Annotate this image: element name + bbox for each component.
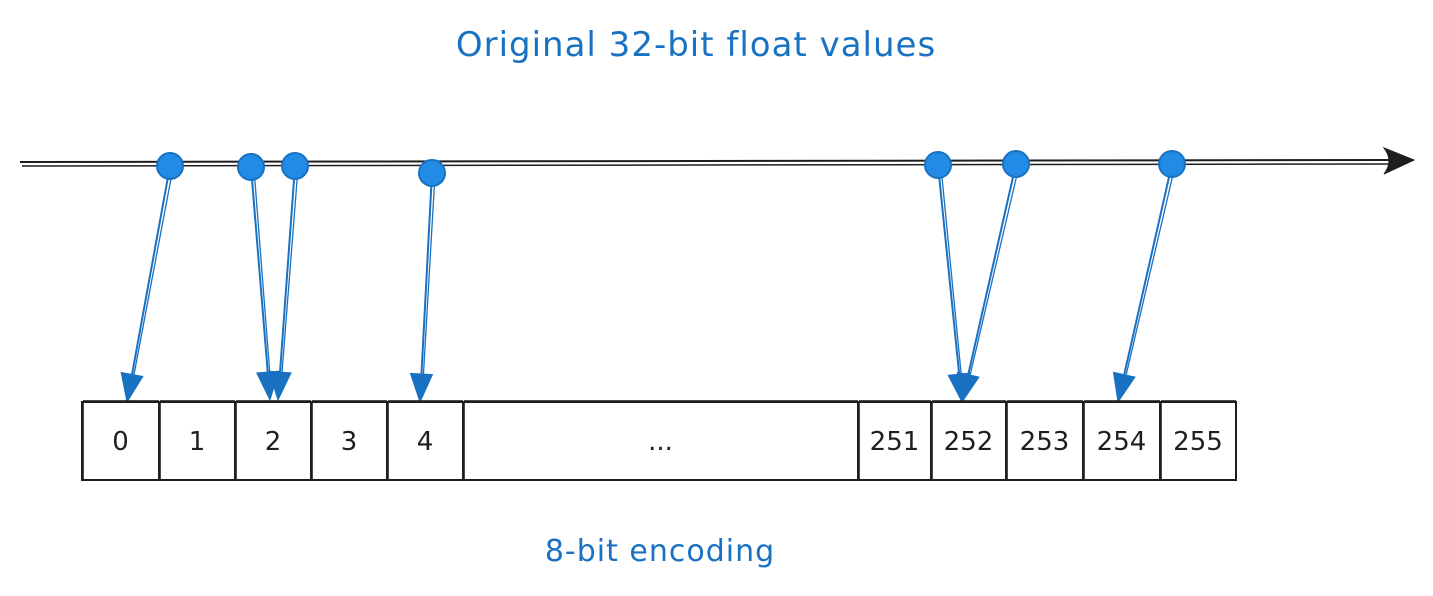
encoding-cell-label: 253 [1020,427,1070,457]
encoding-cell: 1 [158,400,236,481]
mapping-arrow-shaft [250,166,269,373]
encoding-cell: 4 [386,400,464,481]
encoding-cell: 252 [930,400,1007,481]
encoding-cell: 2 [234,400,312,481]
encoding-cell: ... [462,400,859,481]
mapping-arrow-shaft-sketch [1125,165,1176,375]
float-value-point [924,151,952,179]
mapping-arrow-shaft [420,172,433,375]
encoding-cell-box-sketch [1161,400,1236,481]
mapping-arrow-shaft [1123,163,1173,375]
mapping-arrow-head [120,371,144,404]
encoding-cell: 253 [1005,400,1084,481]
float-value-point [281,152,309,180]
diagram-caption: 8-bit encoding [545,534,775,569]
encoding-cell-label: 254 [1097,427,1147,457]
mapping-arrow-shaft-sketch [253,168,271,373]
mapping-arrow-shaft-sketch [133,167,174,375]
float-value-point [237,153,265,181]
float-value-point [418,159,446,187]
mapping-arrow-head [409,372,434,404]
mapping-arrow-shaft-sketch [969,165,1020,375]
encoding-cells: 0 1 2 3 4... 251 252 253 254 255 [81,400,1237,481]
mapping-arrow-shaft [279,165,296,373]
encoding-cell-label: 4 [417,427,434,457]
encoding-cell-label: 1 [189,427,206,457]
encoding-cell: 0 [81,400,160,481]
float-values [156,150,1186,187]
encoding-cell: 255 [1159,400,1237,481]
mapping-arrow-head [1112,371,1136,404]
mapping-arrow-shaft-sketch [422,174,436,375]
mapping-arrow-head [956,371,980,404]
number-line [19,146,1416,175]
mapping-arrow-shaft-sketch [281,167,299,373]
encoding-cell-label: ... [648,427,673,457]
encoding-cell-label: 2 [265,427,282,457]
diagram-title: Original 32-bit float values [456,25,936,65]
mapping-arrows [120,163,1176,404]
encoding-cell-label: 251 [870,427,920,457]
encoding-cell: 251 [857,400,932,481]
mapping-arrow-shaft-sketch [940,166,962,375]
float-value-point [1002,150,1030,178]
mapping-arrow-shaft [937,164,961,375]
float-value-point [1158,150,1186,178]
encoding-cell-label: 3 [341,427,358,457]
encoding-cell-label: 252 [944,427,994,457]
mapping-arrow-head [268,370,292,402]
encoding-cell: 3 [310,400,388,481]
number-line-arrowhead [1382,146,1416,175]
mapping-arrow-shaft [131,165,171,375]
encoding-cell-label: 0 [112,427,129,457]
mapping-arrow-shaft [967,163,1017,375]
float-value-point [156,152,184,180]
number-line-axis [19,159,1393,163]
encoding-cell-label: 255 [1173,427,1223,457]
encoding-cell: 254 [1082,400,1161,481]
